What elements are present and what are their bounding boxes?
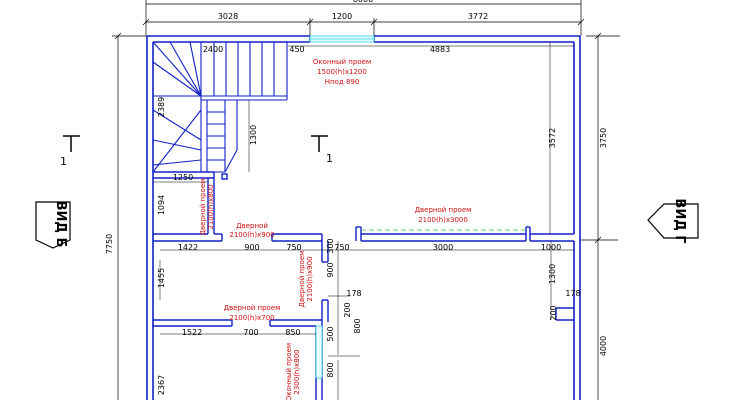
dim-1422: 1422: [178, 243, 198, 252]
dim-7750: 7750: [105, 234, 114, 254]
dim-800-a: 800: [353, 318, 362, 333]
dim-800-b: 800: [326, 362, 335, 377]
window-vert-label-2: 2300(h)х800: [293, 349, 301, 394]
dim-850: 850: [285, 328, 300, 337]
section-mark-left: [63, 135, 80, 152]
dim-1300-stair: 1300: [249, 125, 258, 145]
dim-4000: 4000: [599, 336, 608, 356]
section-label-center: 1: [326, 152, 333, 165]
view-marker-left: ВИД Б: [35, 201, 71, 249]
dim-1522: 1522: [182, 328, 202, 337]
window-top-label-2: 1500(h)х1200: [317, 68, 367, 76]
door-vert-1-label-2: 2100(h)х800: [207, 184, 215, 229]
dim-200-b: 200: [549, 305, 558, 320]
dim-2389: 2389: [157, 97, 166, 117]
dim-3772: 3772: [468, 12, 488, 21]
top-window: [309, 35, 375, 43]
view-right-label: ВИД Г: [672, 198, 687, 243]
window-vertical: [315, 325, 323, 379]
section-label-left: 1: [60, 155, 67, 168]
window-top-label-3: Hпод 890: [325, 78, 360, 86]
window-vert-label-1: Оконный проем: [285, 343, 293, 400]
dim-500: 500: [326, 326, 335, 341]
door-2-annotation: Дверной 2100(h)х900: [229, 222, 274, 239]
door-vertical-1-annotation: Дверной проем 2100(h)х800: [199, 179, 215, 236]
side-dimension-lines: [112, 32, 620, 400]
dim-3750: 3750: [599, 128, 608, 148]
door-vert-1-label-1: Дверной проем: [199, 179, 207, 236]
dim-200-a: 200: [343, 302, 352, 317]
staircase: [152, 41, 288, 173]
interior-dimension-lines: [153, 181, 574, 400]
dim-750-b: 750: [334, 243, 349, 252]
dim-1094: 1094: [157, 195, 166, 215]
dim-4883: 4883: [430, 45, 450, 54]
dim-stair-2400: 2400: [203, 45, 223, 54]
door-2-label-2: 2100(h)х900: [229, 231, 274, 239]
dim-3028: 3028: [218, 12, 238, 21]
top-dimension-lines: [142, 0, 585, 36]
dim-3000: 3000: [433, 243, 453, 252]
dim-900-door: 900: [244, 243, 259, 252]
door-vert-4-label-1: Дверной проем: [298, 251, 306, 308]
door-5-label-2: 2100(h)х700: [229, 314, 274, 322]
dim-2367: 2367: [157, 375, 166, 395]
section-mark-center: [311, 135, 328, 152]
door-5-label-1: Дверной проем: [224, 304, 281, 312]
dim-178-a: 178: [346, 289, 361, 298]
dim-3572: 3572: [548, 128, 557, 148]
dim-700: 700: [243, 328, 258, 337]
dim-900-vertical: 900: [326, 262, 335, 277]
dim-1200: 1200: [332, 12, 352, 21]
dim-1000: 1000: [541, 243, 561, 252]
door-2-label-1: Дверной: [236, 222, 268, 230]
view-marker-right: ВИД Г: [647, 198, 699, 244]
door-vert-4-label-2: 2100(h)х900: [306, 256, 314, 301]
dim-450: 450: [289, 45, 304, 54]
door-3-label-1: Дверной проем: [415, 206, 472, 214]
dim-750-a: 750: [286, 243, 301, 252]
window-top-annotation: Оконный проем 1500(h)х1200 Hпод 890: [313, 58, 371, 86]
dim-1455: 1455: [157, 268, 166, 288]
dim-300: 300: [326, 238, 335, 253]
door-vertical-4-annotation: Дверной проем 2100(h)х900: [298, 251, 314, 308]
view-left-label: ВИД Б: [53, 201, 68, 248]
dim-178-b: 178: [565, 289, 580, 298]
dim-total-width: 8000: [353, 0, 373, 4]
interior-walls: [153, 171, 574, 400]
door-5-annotation: Дверной проем 2100(h)х700: [224, 304, 281, 322]
window-vertical-annotation: Оконный проем 2300(h)х800: [285, 343, 301, 400]
dim-1300-right: 1300: [548, 264, 557, 284]
dim-1250: 1250: [173, 173, 193, 182]
window-top-label-1: Оконный проем: [313, 58, 371, 66]
door-3-annotation: Дверной проем 2100(h)х3000: [415, 206, 472, 224]
door-3-label-2: 2100(h)х3000: [418, 216, 468, 224]
